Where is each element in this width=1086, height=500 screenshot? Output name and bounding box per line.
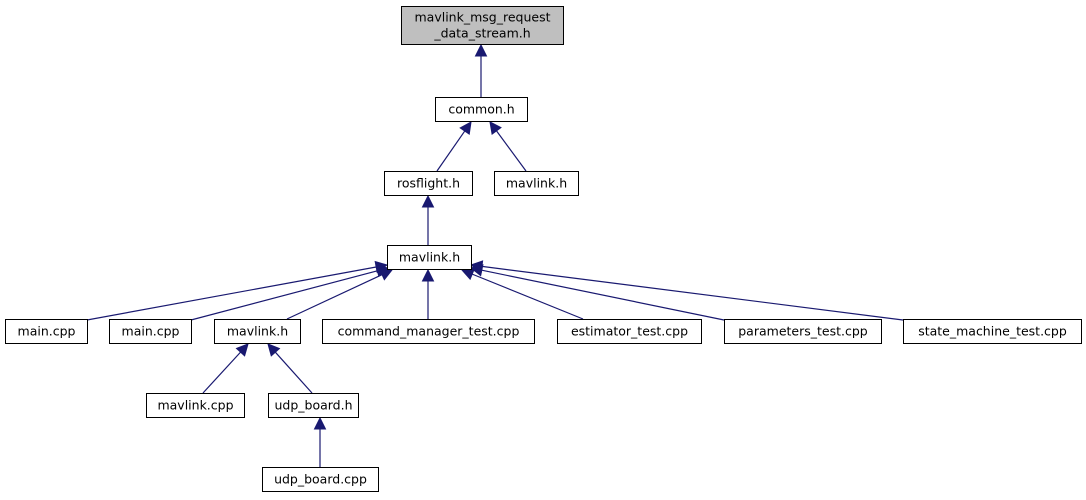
node-box: [435, 97, 528, 122]
edge-line: [436, 130, 466, 172]
edge-state_machine_test-to-mavlink_h_b: [469, 260, 904, 321]
edge-line: [190, 270, 378, 321]
edge-main_cpp_1-to-mavlink_h_b: [86, 260, 389, 321]
edge-line: [471, 273, 584, 320]
node-box: [401, 6, 564, 45]
node-label: mavlink_msg_request: [415, 10, 551, 25]
node-label: mavlink.h: [227, 324, 288, 339]
edge-main_cpp_2-to-mavlink_h_b: [190, 264, 390, 321]
node-command-manager-test[interactable]: command_manager_test.cpp: [322, 319, 535, 344]
edge-arrowhead: [489, 121, 502, 136]
edge-line: [202, 351, 242, 394]
edge-arrowhead: [459, 121, 472, 136]
node-box: [262, 467, 379, 492]
node-box: [387, 245, 472, 270]
node-box: [109, 319, 192, 344]
node-box: [724, 319, 882, 344]
edge-rosflight_h-to-common_h: [436, 121, 472, 172]
edge-arrowhead: [235, 343, 249, 357]
edge-udp_board_h-to-mavlink_h_c: [267, 343, 313, 394]
nodes-layer: mavlink_msg_request_data_stream.h common.…: [5, 6, 1082, 492]
edge-arrowhead: [421, 268, 435, 282]
edge-arrowhead: [378, 269, 394, 281]
node-label: rosflight.h: [397, 176, 460, 191]
node-box: [322, 319, 535, 344]
node-udp-board-cpp[interactable]: udp_board.cpp: [262, 467, 379, 492]
edge-line: [86, 266, 377, 321]
node-udp-board-h[interactable]: udp_board.h: [268, 393, 359, 418]
node-state-machine-test[interactable]: state_machine_test.cpp: [903, 319, 1082, 344]
node-common-h[interactable]: common.h: [435, 97, 528, 122]
edge-mavlink_h_b-to-rosflight_h: [421, 194, 435, 245]
edge-udp_board_cpp-to-udp_board_h: [313, 416, 327, 467]
edge-line: [286, 274, 383, 320]
node-main-cpp-2[interactable]: main.cpp: [109, 319, 192, 344]
node-estimator-test[interactable]: estimator_test.cpp: [557, 319, 702, 344]
edge-arrowhead: [469, 260, 484, 273]
edge-line: [496, 130, 527, 172]
node-label: mavlink.h: [399, 250, 460, 265]
node-mavlink-h-a[interactable]: mavlink.h: [494, 171, 579, 196]
edge-common_h-to-root: [474, 43, 488, 97]
node-label: main.cpp: [122, 324, 180, 339]
edge-arrowhead: [313, 416, 327, 430]
edge-arrowhead: [421, 194, 435, 208]
node-box: [494, 171, 579, 196]
edge-mavlink_cpp-to-mavlink_h_c: [202, 343, 249, 394]
node-main-cpp-1[interactable]: main.cpp: [5, 319, 88, 344]
node-label: main.cpp: [18, 324, 76, 339]
node-mavlink-h-b[interactable]: mavlink.h: [387, 245, 472, 270]
node-label: _data_stream.h: [433, 26, 530, 41]
edge-arrowhead: [460, 268, 476, 281]
edge-line: [274, 351, 313, 394]
edge-mavlink_h_a-to-common_h: [489, 121, 527, 172]
node-mavlink-h-c[interactable]: mavlink.h: [214, 319, 301, 344]
node-label: common.h: [448, 102, 514, 117]
node-label: parameters_test.cpp: [738, 324, 868, 339]
node-root: mavlink_msg_request_data_stream.h: [401, 6, 564, 45]
node-box: [146, 393, 245, 418]
node-label: udp_board.cpp: [274, 472, 367, 487]
edge-arrowhead: [267, 343, 281, 357]
node-box: [903, 319, 1082, 344]
node-box: [384, 171, 473, 196]
node-box: [214, 319, 301, 344]
node-box: [268, 393, 359, 418]
edge-arrowhead: [474, 43, 488, 57]
node-box: [557, 319, 702, 344]
edges-layer: [86, 43, 904, 467]
node-label: command_manager_test.cpp: [338, 324, 520, 339]
node-label: mavlink.cpp: [157, 398, 233, 413]
node-box: [5, 319, 88, 344]
node-mavlink-cpp[interactable]: mavlink.cpp: [146, 393, 245, 418]
node-label: estimator_test.cpp: [571, 324, 688, 339]
node-label: udp_board.h: [274, 398, 352, 413]
edge-command_manager_test-to-mavlink_h_b: [421, 268, 435, 319]
node-rosflight-h[interactable]: rosflight.h: [384, 171, 473, 196]
node-parameters-test[interactable]: parameters_test.cpp: [724, 319, 882, 344]
node-label: state_machine_test.cpp: [918, 324, 1067, 339]
edge-line: [481, 265, 904, 321]
edge-mavlink_h_c-to-mavlink_h_b: [286, 269, 394, 320]
node-label: mavlink.h: [506, 176, 567, 191]
edge-line: [481, 269, 725, 321]
